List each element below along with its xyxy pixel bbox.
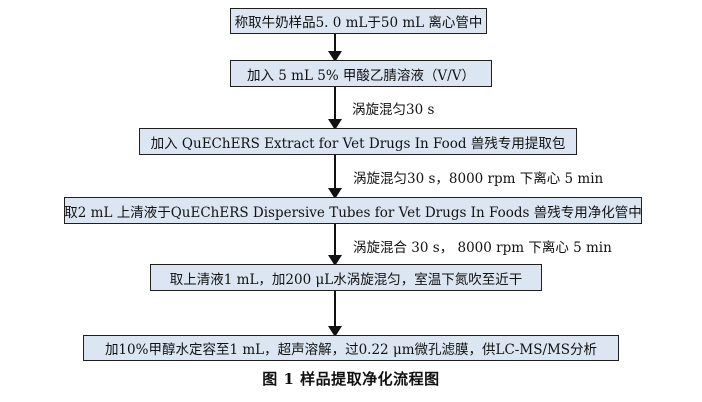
step-1-text: 称取牛奶样品5. 0 mL于50 mL 离心管中 xyxy=(234,15,483,31)
step-6-text: 加10%甲醇水定容至1 mL，超声溶解，过0.22 μm微孔滤膜，供LC-MS/… xyxy=(104,342,598,358)
step-5-box: 取上清液1 mL，加200 μL水涡旋混匀，室温下氮吹至近干 xyxy=(150,264,542,291)
arrow-3-4 xyxy=(328,155,342,199)
step-3-text: 加入 QuEChERS Extract for Vet Drugs In Foo… xyxy=(150,135,566,152)
arrow-2-3 xyxy=(328,87,342,130)
step-5-text: 取上清液1 mL，加200 μL水涡旋混匀，室温下氮吹至近干 xyxy=(169,271,523,288)
step-2-box: 加入 5 mL 5% 甲酸乙腈溶液（V/V） xyxy=(230,60,492,87)
note-1: 涡旋混匀30 s xyxy=(352,102,435,118)
arrow-5-6 xyxy=(328,291,342,337)
step-4-box: 取2 mL 上清液于QuEChERS Dispersive Tubes for … xyxy=(64,197,642,224)
arrow-4-5 xyxy=(328,224,342,266)
arrow-1-2 xyxy=(328,34,342,62)
figure-caption: 图 1 样品提取净化流程图 xyxy=(262,370,440,388)
step-4-text: 取2 mL 上清液于QuEChERS Dispersive Tubes for … xyxy=(64,204,642,221)
note-2: 涡旋混匀30 s，8000 rpm 下离心 5 min xyxy=(353,171,604,187)
step-2-text: 加入 5 mL 5% 甲酸乙腈溶液（V/V） xyxy=(247,67,475,84)
step-6-box: 加10%甲醇水定容至1 mL，超声溶解，过0.22 μm微孔滤膜，供LC-MS/… xyxy=(83,335,619,361)
step-3-box: 加入 QuEChERS Extract for Vet Drugs In Foo… xyxy=(139,128,577,155)
note-3: 涡旋混合 30 s， 8000 rpm 下离心 5 min xyxy=(353,240,612,256)
step-1-box: 称取牛奶样品5. 0 mL于50 mL 离心管中 xyxy=(230,8,487,34)
